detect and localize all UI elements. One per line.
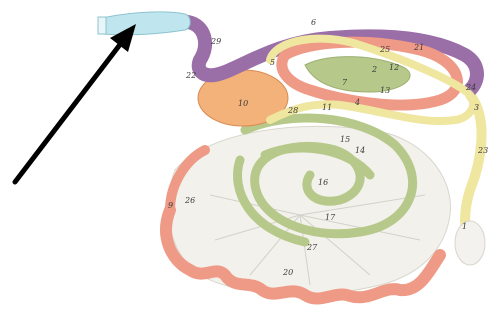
label-21: 21 [413, 43, 424, 52]
label-4: 4 [354, 98, 360, 107]
label-26: 26 [184, 196, 195, 205]
label-11: 11 [322, 103, 332, 112]
label-9: 9 [168, 201, 173, 210]
label-10: 10 [238, 99, 248, 108]
label-13: 13 [380, 86, 390, 95]
label-24: 24 [465, 83, 476, 92]
esophagus-cut-end [98, 17, 106, 34]
label-28: 28 [287, 106, 298, 115]
label-12: 12 [389, 63, 399, 72]
label-22: 22 [185, 71, 196, 80]
label-29: 29 [210, 37, 221, 46]
pointer-arrow [15, 24, 136, 182]
terminal-sac [455, 221, 485, 265]
label-14: 14 [355, 146, 365, 155]
green-upper-loop [305, 57, 410, 92]
esophagus [102, 12, 190, 35]
label-3: 3 [474, 103, 479, 112]
label-17: 17 [325, 213, 336, 222]
label-20: 20 [282, 268, 293, 277]
label-5: 5 [270, 58, 275, 67]
label-6: 6 [311, 18, 316, 27]
label-16: 16 [318, 178, 328, 187]
label-1: 1 [462, 222, 467, 231]
label-23: 23 [477, 146, 488, 155]
label-27: 27 [306, 243, 318, 252]
label-15: 15 [340, 135, 350, 144]
label-2: 2 [371, 65, 377, 74]
label-25: 25 [379, 45, 390, 54]
